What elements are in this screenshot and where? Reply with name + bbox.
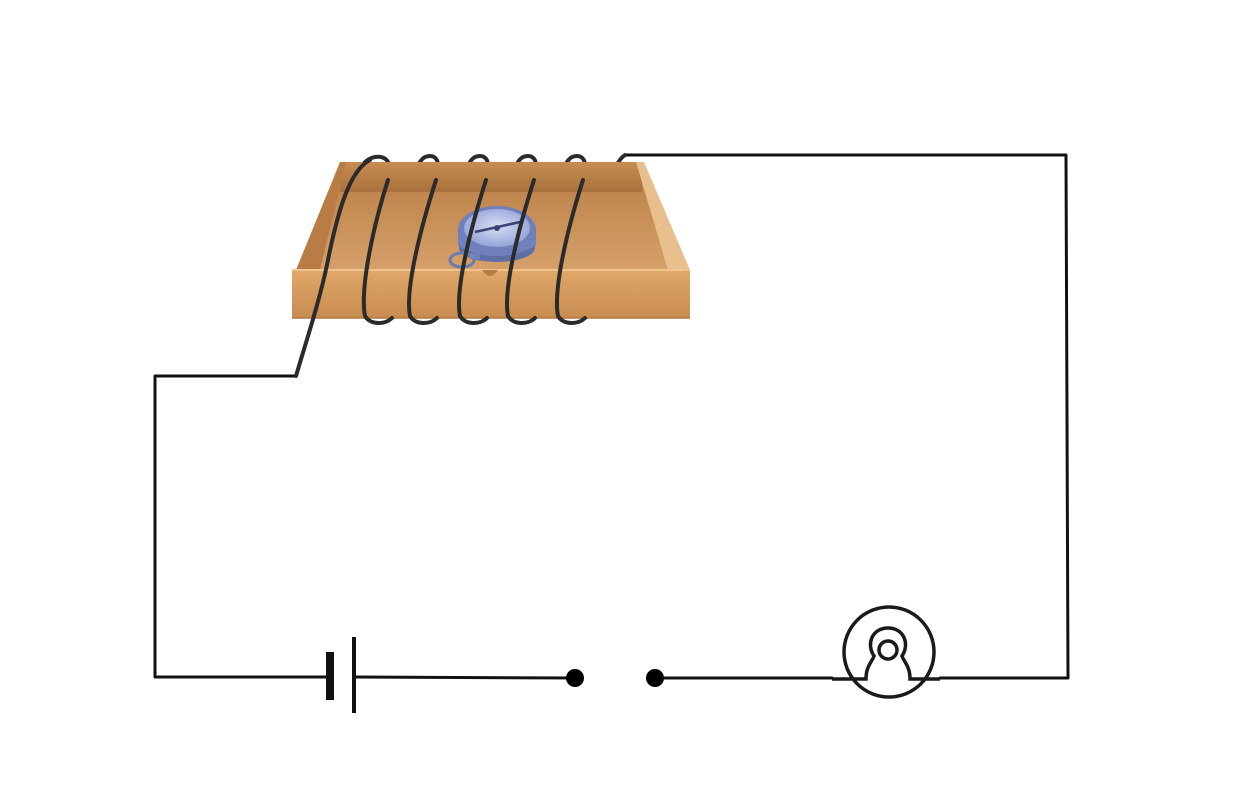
switch-terminal-left: [566, 669, 584, 687]
lamp-icon: [832, 605, 940, 699]
wire-battery-to-switch: [352, 675, 577, 680]
coil-lead-left: [294, 158, 372, 378]
lamp-filament: [832, 626, 940, 681]
tray-right-wall: [636, 162, 690, 270]
tray-back-wall: [340, 162, 642, 192]
lamp-bulb: [842, 605, 936, 699]
circuit-wires: [153, 153, 1070, 680]
coil-front: [294, 158, 587, 378]
wire-left: [153, 374, 330, 679]
tray-left-wall: [296, 162, 346, 270]
switch-terminal-right: [646, 669, 664, 687]
wire-lamp-to-right: [623, 153, 1070, 680]
tray-front-wall: [292, 270, 690, 318]
battery-icon: [326, 637, 356, 713]
switch-icon: [566, 669, 664, 687]
